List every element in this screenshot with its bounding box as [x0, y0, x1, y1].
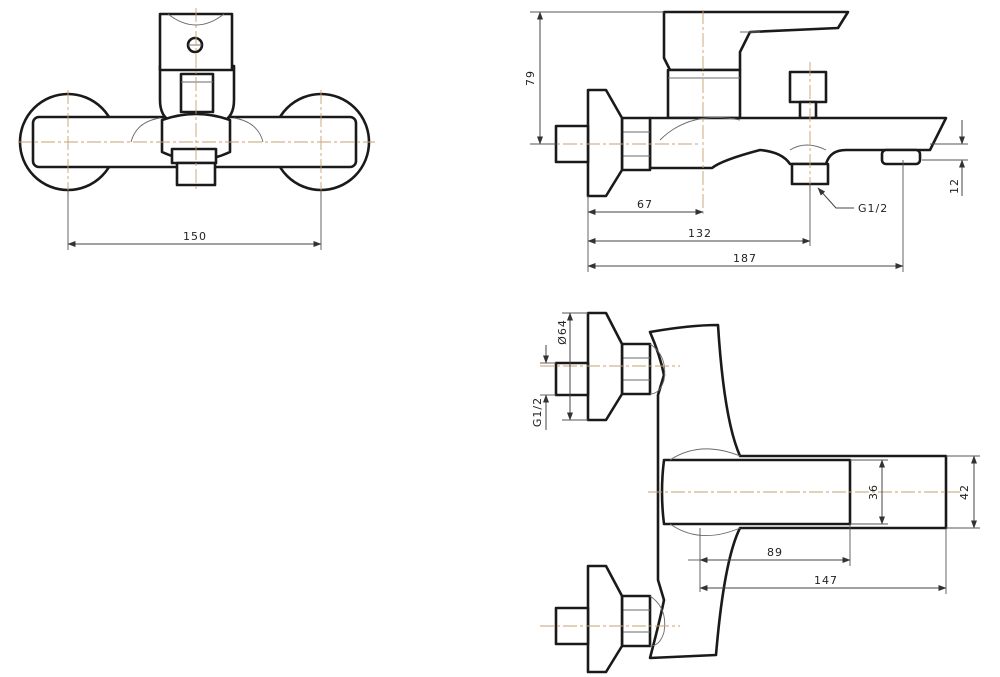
dim-label-67: 67 [637, 198, 653, 211]
side-wall-flange [586, 88, 624, 198]
dim-label-dia64: Ø64 [556, 319, 569, 345]
front-view: 150 [18, 8, 375, 250]
side-cartridge-body [666, 68, 742, 120]
dim-label-89: 89 [767, 546, 783, 559]
dim-label-132: 132 [688, 227, 712, 240]
top-spout-lever [660, 458, 852, 526]
side-view: 79 67 132 187 12 G1/2 [524, 10, 968, 272]
side-spout-body [648, 116, 948, 170]
top-lower-hex-nut [620, 594, 652, 648]
front-lever-scoop [167, 13, 225, 26]
front-cartridge [179, 72, 215, 114]
side-diverter-knob [788, 70, 828, 104]
side-outlet-aerator [880, 148, 922, 166]
dim-label-thread-top: G1/2 [531, 397, 544, 427]
top-upper-hex-nut [620, 342, 652, 396]
dim-label-36: 36 [867, 484, 880, 500]
top-lower-flange [586, 564, 624, 674]
dim-label-12: 12 [948, 178, 961, 194]
dim-label-79: 79 [524, 70, 537, 86]
thread-leader-side [817, 187, 854, 209]
dim-label-thread-side: G1/2 [858, 202, 888, 215]
side-diverter-stem [798, 100, 818, 120]
top-upper-flange [586, 311, 624, 422]
side-lever-handle [662, 10, 850, 72]
dim-label-150: 150 [183, 230, 207, 243]
top-upper-inlet-pipe [554, 361, 590, 397]
dim-label-42: 42 [958, 484, 971, 500]
top-view: Ø64 G1/2 36 42 89 147 [531, 311, 980, 674]
front-bar-curves [130, 117, 264, 143]
front-spout-nozzle [170, 147, 218, 165]
dim-label-187: 187 [733, 252, 757, 265]
dim-label-147: 147 [814, 574, 838, 587]
